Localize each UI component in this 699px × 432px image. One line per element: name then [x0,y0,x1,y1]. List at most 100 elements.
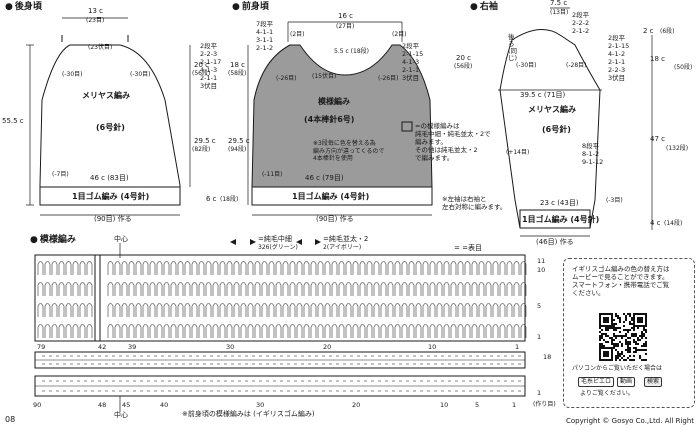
chart-cell [310,282,317,296]
chart-cell [121,324,128,338]
back-rib: 1目ゴム編み (4号針) [72,192,150,201]
lower-axis-label: 1 [512,401,517,409]
sleeve-raglan-right: (-28目) [566,62,587,69]
back-needle: (6号針) [96,123,125,132]
chart-cell [240,261,247,275]
chart-cell [156,282,163,296]
chart-cell [121,261,128,275]
chart-cell [485,282,492,296]
tag-keito-piero[interactable]: 毛糸ピエロ [578,377,615,387]
chart-cell [65,261,72,275]
chart-cell [478,282,485,296]
chart-cell [436,303,443,317]
chart-cell [268,282,275,296]
front-hem-dec: (-11目) [262,171,283,178]
chart-cell [177,282,184,296]
chart-cell [149,282,156,296]
chart-cell [317,261,324,275]
front-shoulder-left: (2目) [290,31,305,38]
notice-pc-text2: よりご覧ください。 [580,390,634,397]
front-raglan-right: (-26目) [378,75,399,82]
chart-cell [394,303,401,317]
yarn2-color: 2(アイボリー) [323,244,362,251]
chart-cell [415,261,422,275]
chart-cell [142,282,149,296]
chart-cell [149,303,156,317]
chart-cell [261,324,268,338]
chart-cell [51,261,58,275]
notice-pc-text: パソコンからご覧いただく場合は [572,365,663,372]
qr-code[interactable] [599,313,647,361]
lower-axis-label: 30 [256,401,265,409]
front-side-h1-rows: (58段) [228,70,247,77]
chart-cell [79,324,86,338]
chart-cell [79,282,86,296]
search-button[interactable]: 検索 [644,377,663,387]
chart-cell [380,282,387,296]
chart-cell [156,324,163,338]
chart-cell [86,261,93,275]
chart-cell [394,324,401,338]
sleeve-rib-band [519,209,591,229]
chart-cell [289,261,296,275]
chart-cell [359,282,366,296]
chart-cell [163,324,170,338]
chart-cell [373,324,380,338]
row-label-1b: 1 [537,389,542,397]
chart-cell [380,324,387,338]
chart-cell [254,261,261,275]
front-rib: 1目ゴム編み (4号針) [292,192,370,201]
chart-cell [205,282,212,296]
chart-cell [149,261,156,275]
chart-cell [471,303,478,317]
chart-cell [219,324,226,338]
chart-cell [282,324,289,338]
sleeve-width: 39.5 c (71目) [520,91,566,99]
chart-cell [352,282,359,296]
chart-cell [478,324,485,338]
sleeve-stitch-type: メリヤス編み [528,105,576,114]
chart-cell [275,282,282,296]
chart-cell [506,282,513,296]
start-label: (作り目) [533,401,556,408]
chart-cell [457,324,464,338]
chart-cell [212,303,219,317]
chart-cell [331,324,338,338]
chart-cell [163,282,170,296]
chart-cell [86,303,93,317]
chart-cell [331,303,338,317]
chart-cell [450,261,457,275]
pattern-center-bottom: 中心 [114,411,128,419]
front-cast-on: (90目) 作る [316,215,354,223]
chart-cell [86,324,93,338]
chart-cell [289,324,296,338]
chart-cell [156,303,163,317]
front-rib-h: 6 c [206,195,217,203]
chart-cell [492,282,499,296]
chart-cell [44,324,51,338]
back-dec-pattern: 2段平 2-2-3 2-1-17 4-1-3 2-1-1 3伏目 [200,42,222,90]
chart-cell [65,282,72,296]
chart-cell [107,303,114,317]
chart-cell [79,261,86,275]
tag-movie[interactable]: 動画 [617,377,636,387]
front-shoulder-right: (2目) [392,31,407,38]
sleeve-raglan-left: (-30目) [516,62,537,69]
chart-cell [282,303,289,317]
chart-cell [198,324,205,338]
chart-cell [268,324,275,338]
chart-cell [436,261,443,275]
front-side-h2: 29.5 c [228,137,250,145]
lower-axis-label: 90 [33,401,42,409]
chart-cell [408,282,415,296]
sleeve-side-h-rows: (56段) [454,63,473,70]
page-number: 08 [5,415,16,424]
chart-cell [240,303,247,317]
chart-cell [198,282,205,296]
chart-cell [282,261,289,275]
chart-cell [51,282,58,296]
chart-cell [37,261,44,275]
upper-axis-label: 1 [515,343,520,351]
chart-cell [506,261,513,275]
